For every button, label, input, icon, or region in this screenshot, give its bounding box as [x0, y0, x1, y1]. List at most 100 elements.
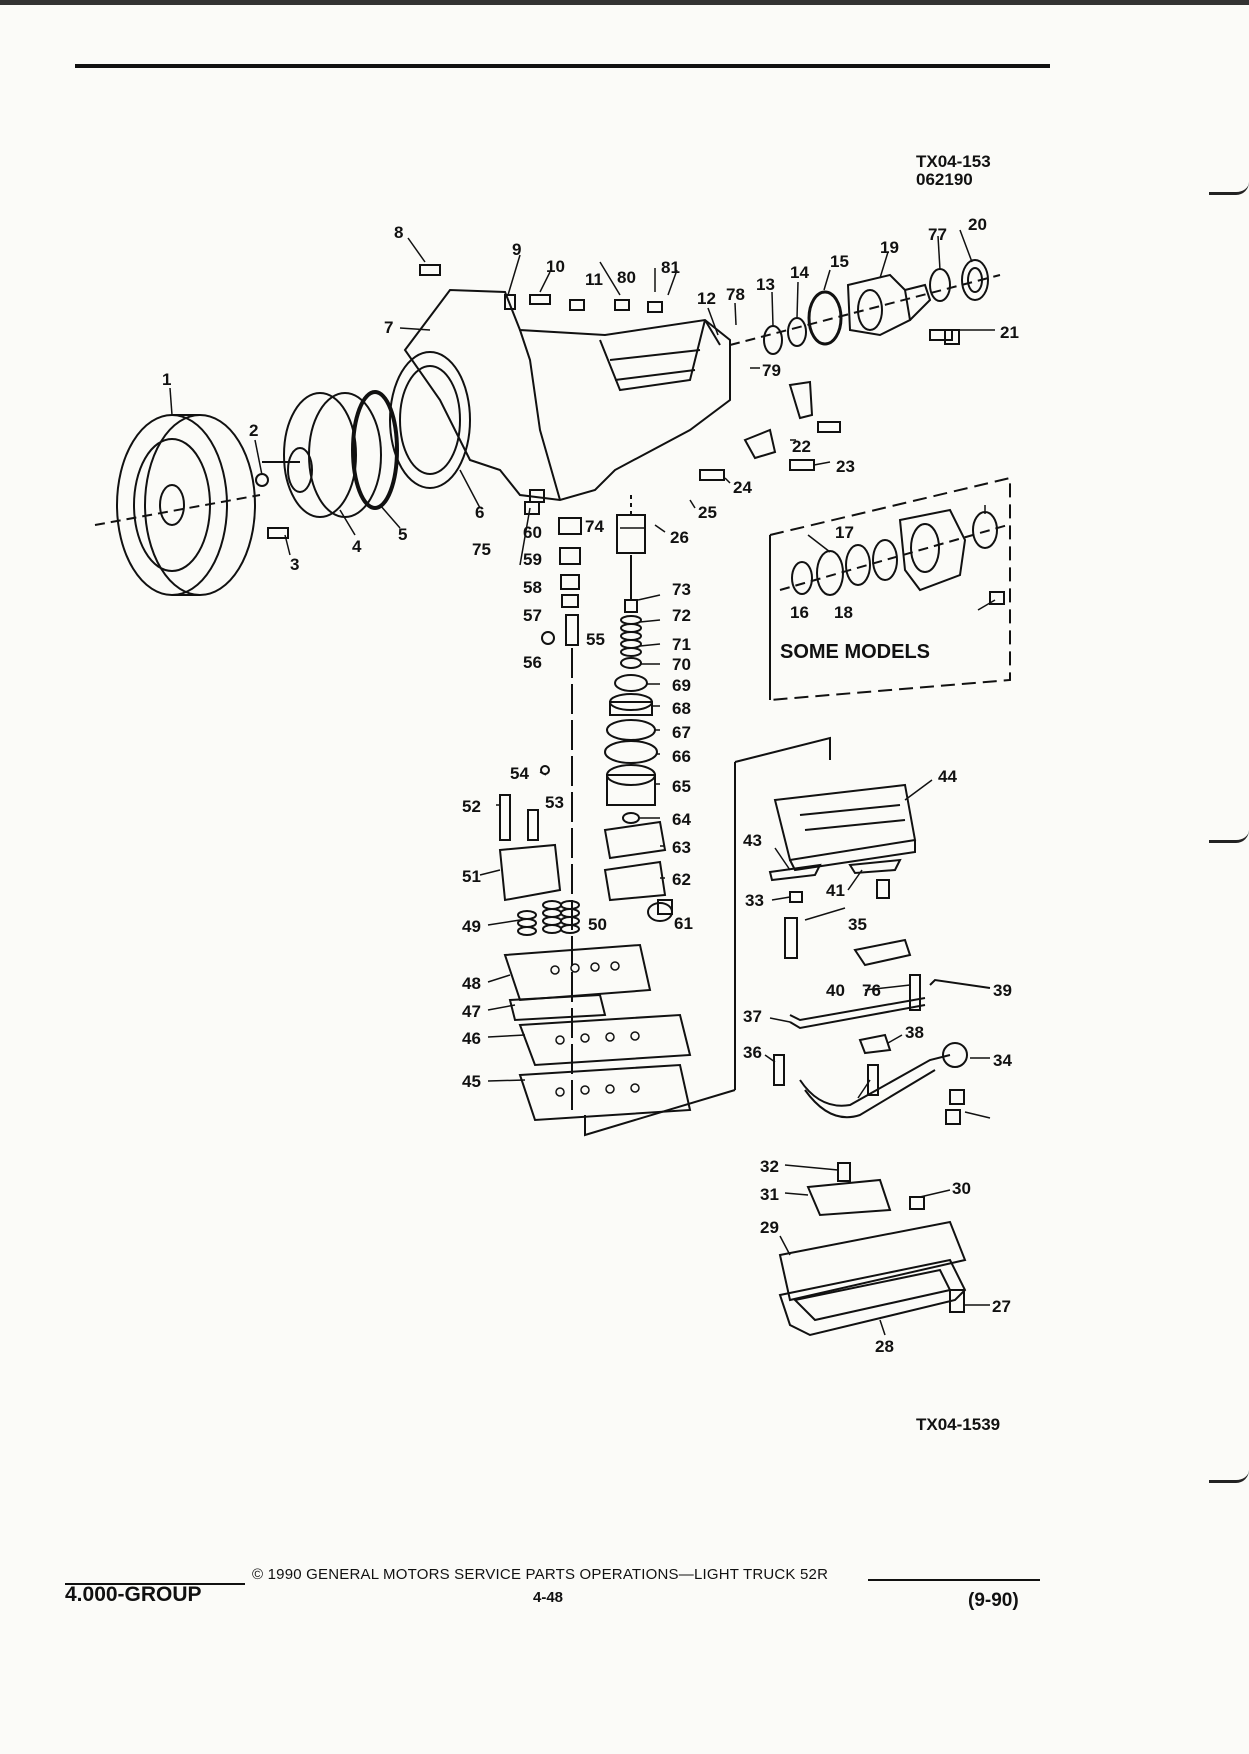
callout-19: 19 — [880, 238, 899, 257]
callout-labels: 1 2 3 4 5 6 7 8 9 10 11 12 13 14 15 16 1… — [162, 215, 1019, 1434]
callout-51: 51 — [462, 867, 481, 886]
callout-75: 75 — [472, 540, 491, 559]
callout-63: 63 — [672, 838, 691, 857]
extension-housing — [846, 273, 932, 337]
callout-5: 5 — [398, 525, 407, 544]
inset-title: SOME MODELS — [780, 641, 930, 663]
page-edge-mark — [1209, 182, 1249, 195]
callout-7: 7 — [384, 318, 393, 337]
inset-box-some-models — [769, 476, 1011, 702]
callout-26: 26 — [670, 528, 689, 547]
callout-62: 62 — [672, 870, 691, 889]
callout-57: 57 — [523, 606, 542, 625]
callout-14: 14 — [790, 263, 809, 282]
callout-43: 43 — [743, 831, 762, 850]
callout-54: 54 — [510, 764, 529, 783]
callout-27: 27 — [992, 1297, 1011, 1316]
callout-13: 13 — [756, 275, 775, 294]
callout-53: 53 — [545, 793, 564, 812]
callout-78: 78 — [726, 285, 745, 304]
header-rule — [75, 64, 1050, 68]
callout-46: 46 — [462, 1029, 481, 1048]
date-code: 062190 — [916, 170, 973, 189]
callout-8: 8 — [394, 223, 403, 242]
callout-68: 68 — [672, 699, 691, 718]
callout-15: 15 — [830, 252, 849, 271]
callout-48: 48 — [462, 974, 481, 993]
footer-left-rule — [65, 1583, 245, 1585]
footer-right-rule — [868, 1579, 1040, 1581]
transmission-case — [403, 288, 731, 502]
callout-47: 47 — [462, 1002, 481, 1021]
callout-70: 70 — [672, 655, 691, 674]
callout-2: 2 — [249, 421, 258, 440]
callout-45: 45 — [462, 1072, 481, 1091]
callout-30: 30 — [952, 1179, 971, 1198]
callout-64: 64 — [672, 810, 691, 829]
callout-50: 50 — [588, 915, 607, 934]
callout-39: 39 — [993, 981, 1012, 1000]
page-edge-mark — [1209, 1470, 1249, 1483]
filter — [806, 1178, 892, 1217]
callout-52: 52 — [462, 797, 481, 816]
callout-80: 80 — [617, 268, 636, 287]
oil-pan — [778, 1258, 967, 1337]
callout-74: 74 — [585, 517, 604, 536]
bottom-figure-code: TX04-1539 — [916, 1415, 1000, 1434]
callout-33: 33 — [745, 891, 764, 910]
torque-converter — [94, 414, 261, 596]
spacer-plate — [503, 943, 652, 1002]
valve-body — [773, 783, 917, 872]
callout-21: 21 — [1000, 323, 1019, 342]
callout-35: 35 — [848, 915, 867, 934]
pan-gasket — [778, 1220, 967, 1302]
callout-61: 61 — [674, 914, 693, 933]
callout-18: 18 — [834, 603, 853, 622]
callout-77: 77 — [928, 225, 947, 244]
callout-38: 38 — [905, 1023, 924, 1042]
callout-28: 28 — [875, 1337, 894, 1356]
callout-55: 55 — [586, 630, 605, 649]
callout-79: 79 — [762, 361, 781, 380]
callout-49: 49 — [462, 917, 481, 936]
callout-25: 25 — [698, 503, 717, 522]
callout-67: 67 — [672, 723, 691, 742]
callout-20: 20 — [968, 215, 987, 234]
callout-17: 17 — [835, 523, 854, 542]
page-edge-mark — [1209, 830, 1249, 843]
callout-1: 1 — [162, 370, 171, 389]
callout-34: 34 — [993, 1051, 1012, 1070]
callout-24: 24 — [733, 478, 752, 497]
pump-gasket — [389, 351, 471, 489]
callout-59: 59 — [523, 550, 542, 569]
callout-76: 76 — [862, 981, 881, 1000]
callout-9: 9 — [512, 240, 521, 259]
callout-65: 65 — [672, 777, 691, 796]
accumulator-spring — [620, 615, 642, 657]
callout-16: 16 — [790, 603, 809, 622]
callout-58: 58 — [523, 578, 542, 597]
revision-date: (9-90) — [968, 1590, 1019, 1611]
callout-72: 72 — [672, 606, 691, 625]
callout-69: 69 — [672, 676, 691, 695]
callout-71: 71 — [672, 635, 691, 654]
callout-10: 10 — [546, 257, 565, 276]
callout-40: 40 — [826, 981, 845, 1000]
callout-32: 32 — [760, 1157, 779, 1176]
callout-73: 73 — [672, 580, 691, 599]
callout-3: 3 — [290, 555, 299, 574]
callout-31: 31 — [760, 1185, 779, 1204]
copyright-text: © 1990 GENERAL MOTORS SERVICE PARTS OPER… — [252, 1566, 829, 1583]
callout-44: 44 — [938, 767, 957, 786]
callout-60: 60 — [523, 523, 542, 542]
callout-11: 11 — [585, 270, 603, 289]
callout-56: 56 — [523, 653, 542, 672]
callout-36: 36 — [743, 1043, 762, 1062]
page-number: 4-48 — [533, 1589, 564, 1606]
callout-81: 81 — [661, 258, 680, 277]
valve-springs — [517, 900, 580, 936]
callout-29: 29 — [760, 1218, 779, 1237]
callout-66: 66 — [672, 747, 691, 766]
callout-37: 37 — [743, 1007, 762, 1026]
